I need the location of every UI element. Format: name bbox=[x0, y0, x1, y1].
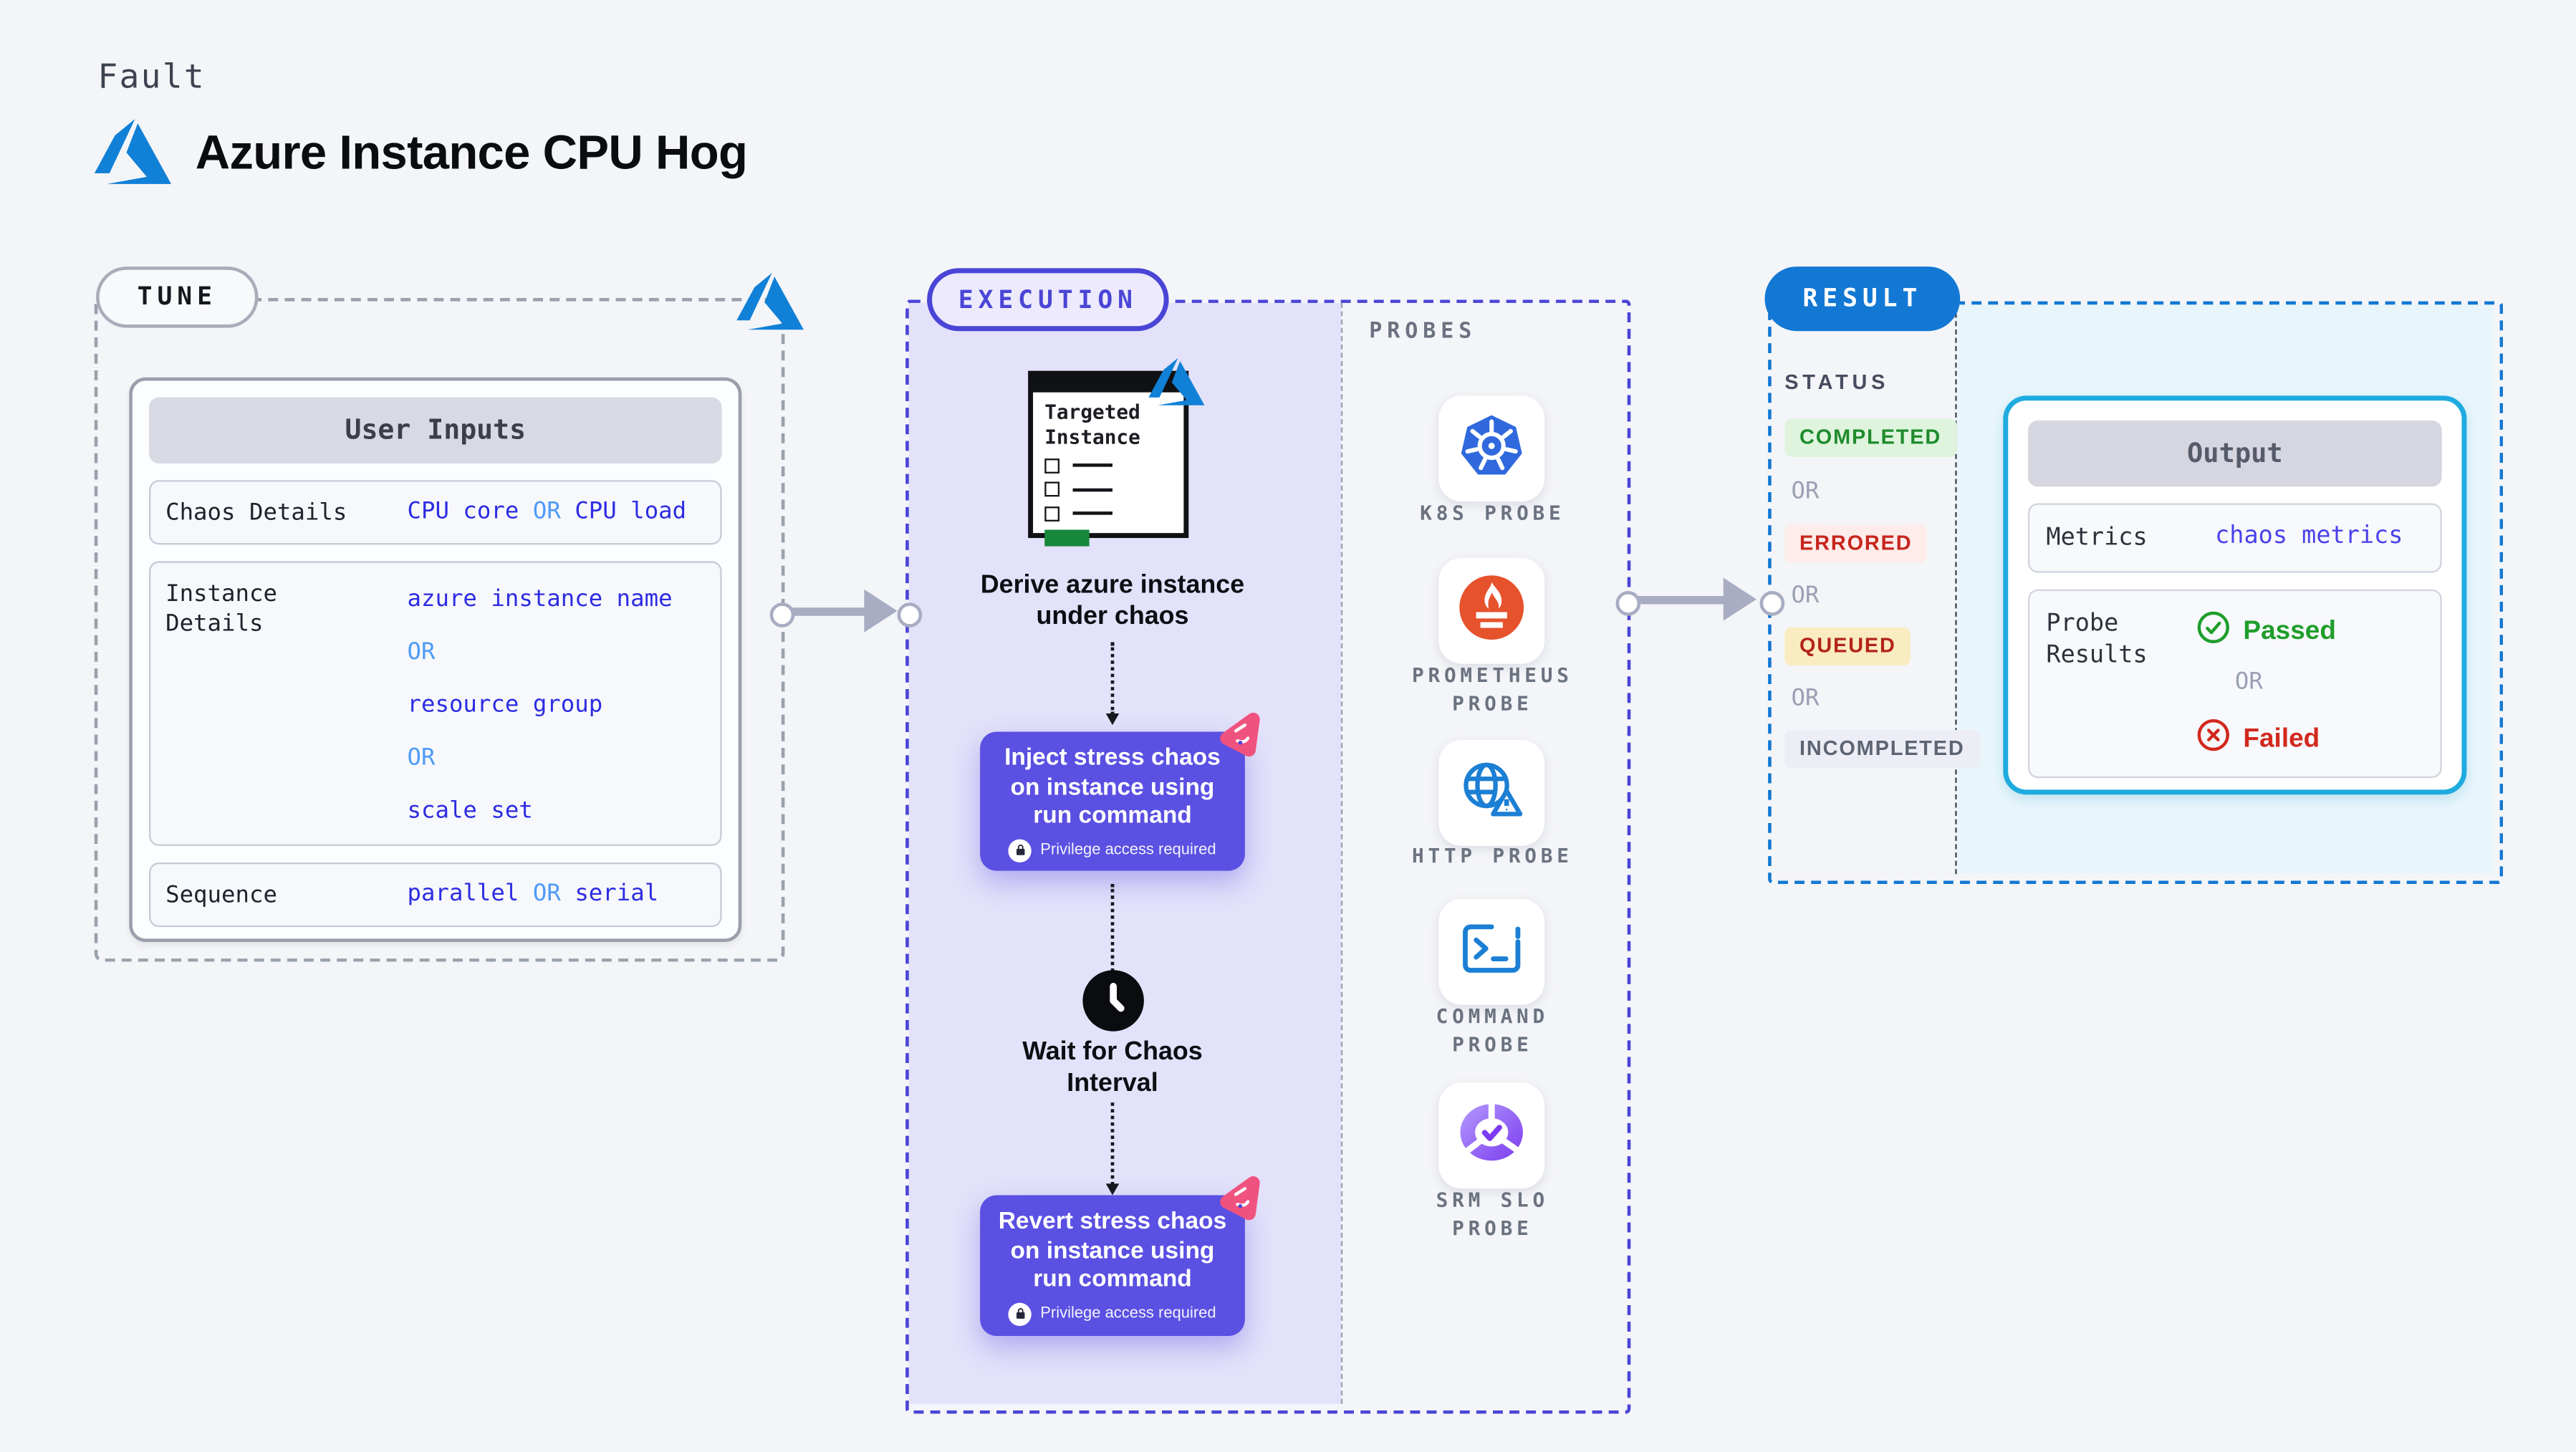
instance-or-1: OR bbox=[407, 639, 436, 666]
checkbox-row bbox=[1044, 506, 1183, 521]
probe-label-k8s: K8S PROBE bbox=[1420, 501, 1565, 525]
checkbox-icon bbox=[1044, 481, 1060, 497]
output-card: Output Metrics chaos metrics Probe Resul… bbox=[2003, 395, 2467, 795]
targeted-instance-window: Targeted Instance bbox=[1028, 357, 1205, 546]
metrics-row: Metrics chaos metrics bbox=[2027, 503, 2442, 573]
instance-details-values: azure instance name OR resource group OR… bbox=[408, 586, 673, 826]
prometheus-icon bbox=[1455, 570, 1528, 651]
instance-option-2: resource group bbox=[407, 691, 603, 718]
privilege-note: Privilege access required bbox=[980, 838, 1245, 862]
output-title: Output bbox=[2027, 420, 2442, 487]
status-badge-incompleted: INCOMPLETED bbox=[1784, 730, 1980, 769]
sequence-or: OR bbox=[532, 880, 561, 908]
page-title: Azure Instance CPU Hog bbox=[195, 127, 748, 181]
checkbox-row bbox=[1044, 481, 1183, 497]
clock-icon bbox=[1082, 970, 1144, 1032]
progress-bar bbox=[1044, 529, 1090, 546]
instance-option-1: azure instance name bbox=[407, 586, 673, 613]
user-inputs-title: User Inputs bbox=[148, 397, 722, 464]
targeted-instance-title-line1: Targeted bbox=[1044, 400, 1140, 424]
result-separator-line bbox=[1955, 304, 1957, 875]
x-circle-icon bbox=[2195, 717, 2231, 761]
status-or: OR bbox=[1791, 478, 1820, 505]
execution-region bbox=[905, 299, 1631, 1414]
tune-region bbox=[94, 297, 785, 962]
derive-instance-caption: Derive azure instance under chaos bbox=[980, 571, 1245, 631]
flow-arrow-down bbox=[1105, 642, 1120, 726]
status-or: OR bbox=[1791, 582, 1820, 610]
instance-details-label: Instance Details bbox=[165, 581, 277, 638]
status-heading: STATUS bbox=[1784, 370, 1890, 395]
targeted-instance-title-line2: Instance bbox=[1044, 424, 1140, 448]
metrics-label: Metrics bbox=[2046, 524, 2148, 552]
azure-logo-icon bbox=[92, 116, 172, 187]
tune-section-badge: TUNE bbox=[96, 266, 259, 328]
probe-label-http: HTTP PROBE bbox=[1411, 844, 1573, 867]
azure-window-icon bbox=[1148, 356, 1206, 408]
probes-label: PROBES bbox=[1369, 319, 1477, 345]
chaos-details-value: CPU core OR CPU load bbox=[408, 499, 687, 525]
user-inputs-card: User Inputs Chaos Details CPU core OR CP… bbox=[129, 377, 742, 942]
lock-icon bbox=[1009, 838, 1032, 862]
sequence-option-2: serial bbox=[575, 880, 659, 908]
passed-result: Passed bbox=[2195, 609, 2336, 653]
srm-slo-icon bbox=[1455, 1098, 1528, 1173]
inject-chaos-node: Inject stress chaos on instance using ru… bbox=[980, 731, 1245, 871]
output-or: OR bbox=[2234, 668, 2263, 696]
azure-corner-icon bbox=[735, 270, 804, 333]
probe-results-label: Probe Results bbox=[2046, 610, 2148, 669]
status-or: OR bbox=[1791, 685, 1820, 712]
checkbox-icon bbox=[1044, 457, 1060, 473]
probe-label-prometheus: PROMETHEUS PROBE bbox=[1411, 663, 1573, 716]
probe-card-command bbox=[1438, 898, 1545, 1005]
checkbox-icon bbox=[1044, 506, 1060, 521]
failed-result: Failed bbox=[2195, 717, 2320, 761]
chaos-details-row: Chaos Details CPU core OR CPU load bbox=[148, 480, 722, 545]
check-circle-icon bbox=[2195, 609, 2231, 653]
status-badge-completed: COMPLETED bbox=[1784, 418, 1956, 457]
execution-section-badge: EXECUTION bbox=[927, 268, 1169, 332]
sequence-value: parallel OR serial bbox=[408, 880, 659, 907]
sequence-row: Sequence parallel OR serial bbox=[148, 862, 722, 928]
lock-icon bbox=[1009, 1302, 1032, 1325]
command-terminal-icon bbox=[1457, 916, 1527, 987]
probe-label-command: COMMAND PROBE bbox=[1436, 1004, 1549, 1057]
chaos-or: OR bbox=[532, 498, 561, 525]
flow-arrow-down bbox=[1105, 884, 1120, 987]
checkbox-row bbox=[1044, 457, 1183, 473]
fault-category-label: Fault bbox=[97, 56, 206, 97]
result-section-badge: RESULT bbox=[1764, 266, 1961, 332]
status-badge-errored: ERRORED bbox=[1784, 524, 1928, 563]
revert-chaos-node: Revert stress chaos on instance using ru… bbox=[980, 1195, 1245, 1336]
status-badge-queued: QUEUED bbox=[1784, 627, 1911, 666]
instance-details-row: Instance Details azure instance name OR … bbox=[148, 561, 722, 846]
probes-separator-line bbox=[1340, 302, 1343, 1404]
flow-arrow-down bbox=[1105, 1102, 1120, 1196]
metrics-value: chaos metrics bbox=[2215, 523, 2403, 550]
privilege-note: Privilege access required bbox=[980, 1302, 1245, 1325]
kubernetes-icon bbox=[1457, 410, 1527, 488]
probe-card-srm-slo bbox=[1438, 1082, 1545, 1189]
probe-card-k8s bbox=[1438, 395, 1545, 502]
chaos-option-2: CPU load bbox=[575, 498, 687, 525]
probe-card-prometheus bbox=[1438, 557, 1545, 664]
probe-card-http bbox=[1438, 740, 1545, 846]
chaos-fault-icon bbox=[1215, 1175, 1267, 1223]
probe-results-row: Probe Results Passed OR Failed bbox=[2027, 589, 2442, 779]
instance-or-2: OR bbox=[407, 744, 436, 771]
instance-option-3: scale set bbox=[407, 797, 533, 824]
wait-interval-caption: Wait for Chaos Interval bbox=[1022, 1037, 1203, 1098]
http-globe-icon bbox=[1455, 756, 1528, 830]
chaos-details-label: Chaos Details bbox=[165, 499, 347, 527]
sequence-option-1: parallel bbox=[407, 880, 519, 908]
probe-label-srm-slo: SRM SLO PROBE bbox=[1436, 1188, 1549, 1240]
chaos-fault-icon bbox=[1215, 712, 1267, 760]
chaos-option-1: CPU core bbox=[407, 498, 519, 525]
sequence-label: Sequence bbox=[165, 882, 277, 909]
